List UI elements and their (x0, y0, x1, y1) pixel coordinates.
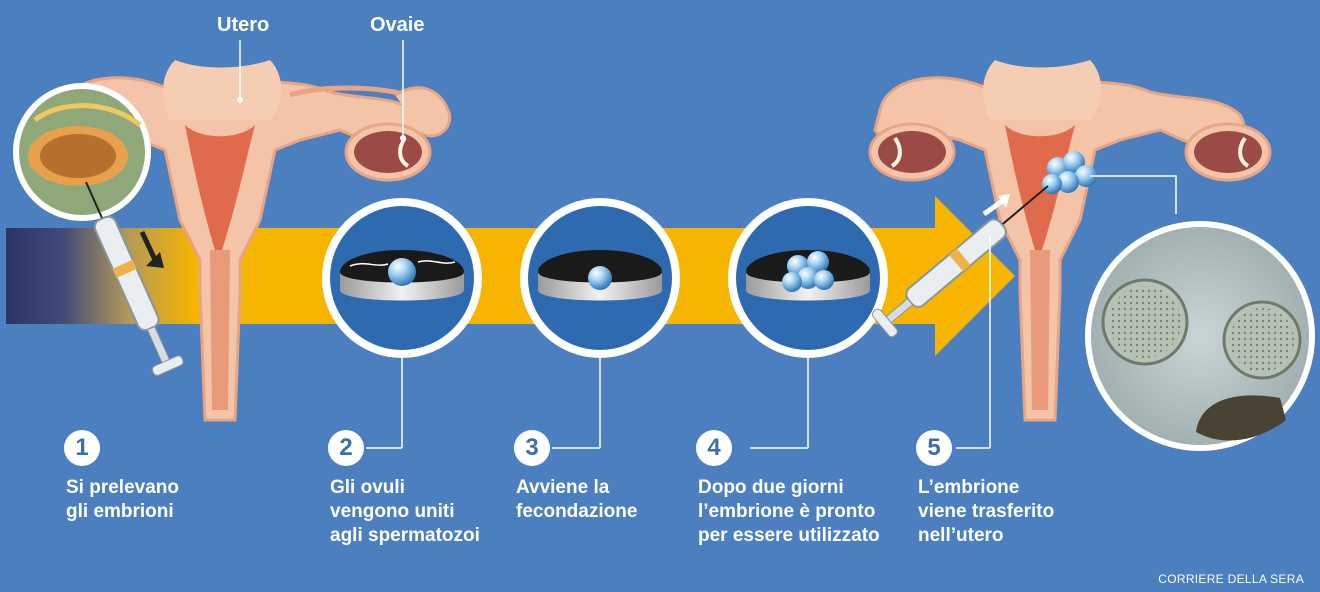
embryo-micrograph (1088, 176, 1312, 448)
uterus-label: Utero (217, 14, 269, 37)
step-description: L’embrione viene trasferito nell’utero (918, 476, 1054, 548)
ovaries-label: Ovaie (370, 14, 424, 37)
step-number: 5 (916, 430, 952, 466)
step-number: 2 (328, 430, 364, 466)
source-credit: CORRIERE DELLA SERA (1158, 572, 1304, 586)
step-description: Dopo due giorni l’embrione è pronto per … (698, 476, 880, 548)
step-description: Avviene la fecondazione (516, 476, 637, 524)
dish-step-4 (728, 198, 888, 358)
dish-step-2 (322, 198, 482, 358)
step-number: 1 (64, 430, 100, 466)
step-number: 3 (514, 430, 550, 466)
step-description: Gli ovuli vengono uniti agli spermatozoi (330, 476, 480, 548)
step-number: 4 (696, 430, 732, 466)
step-description: Si prelevano gli embrioni (66, 476, 179, 524)
dish-step-3 (520, 198, 680, 358)
